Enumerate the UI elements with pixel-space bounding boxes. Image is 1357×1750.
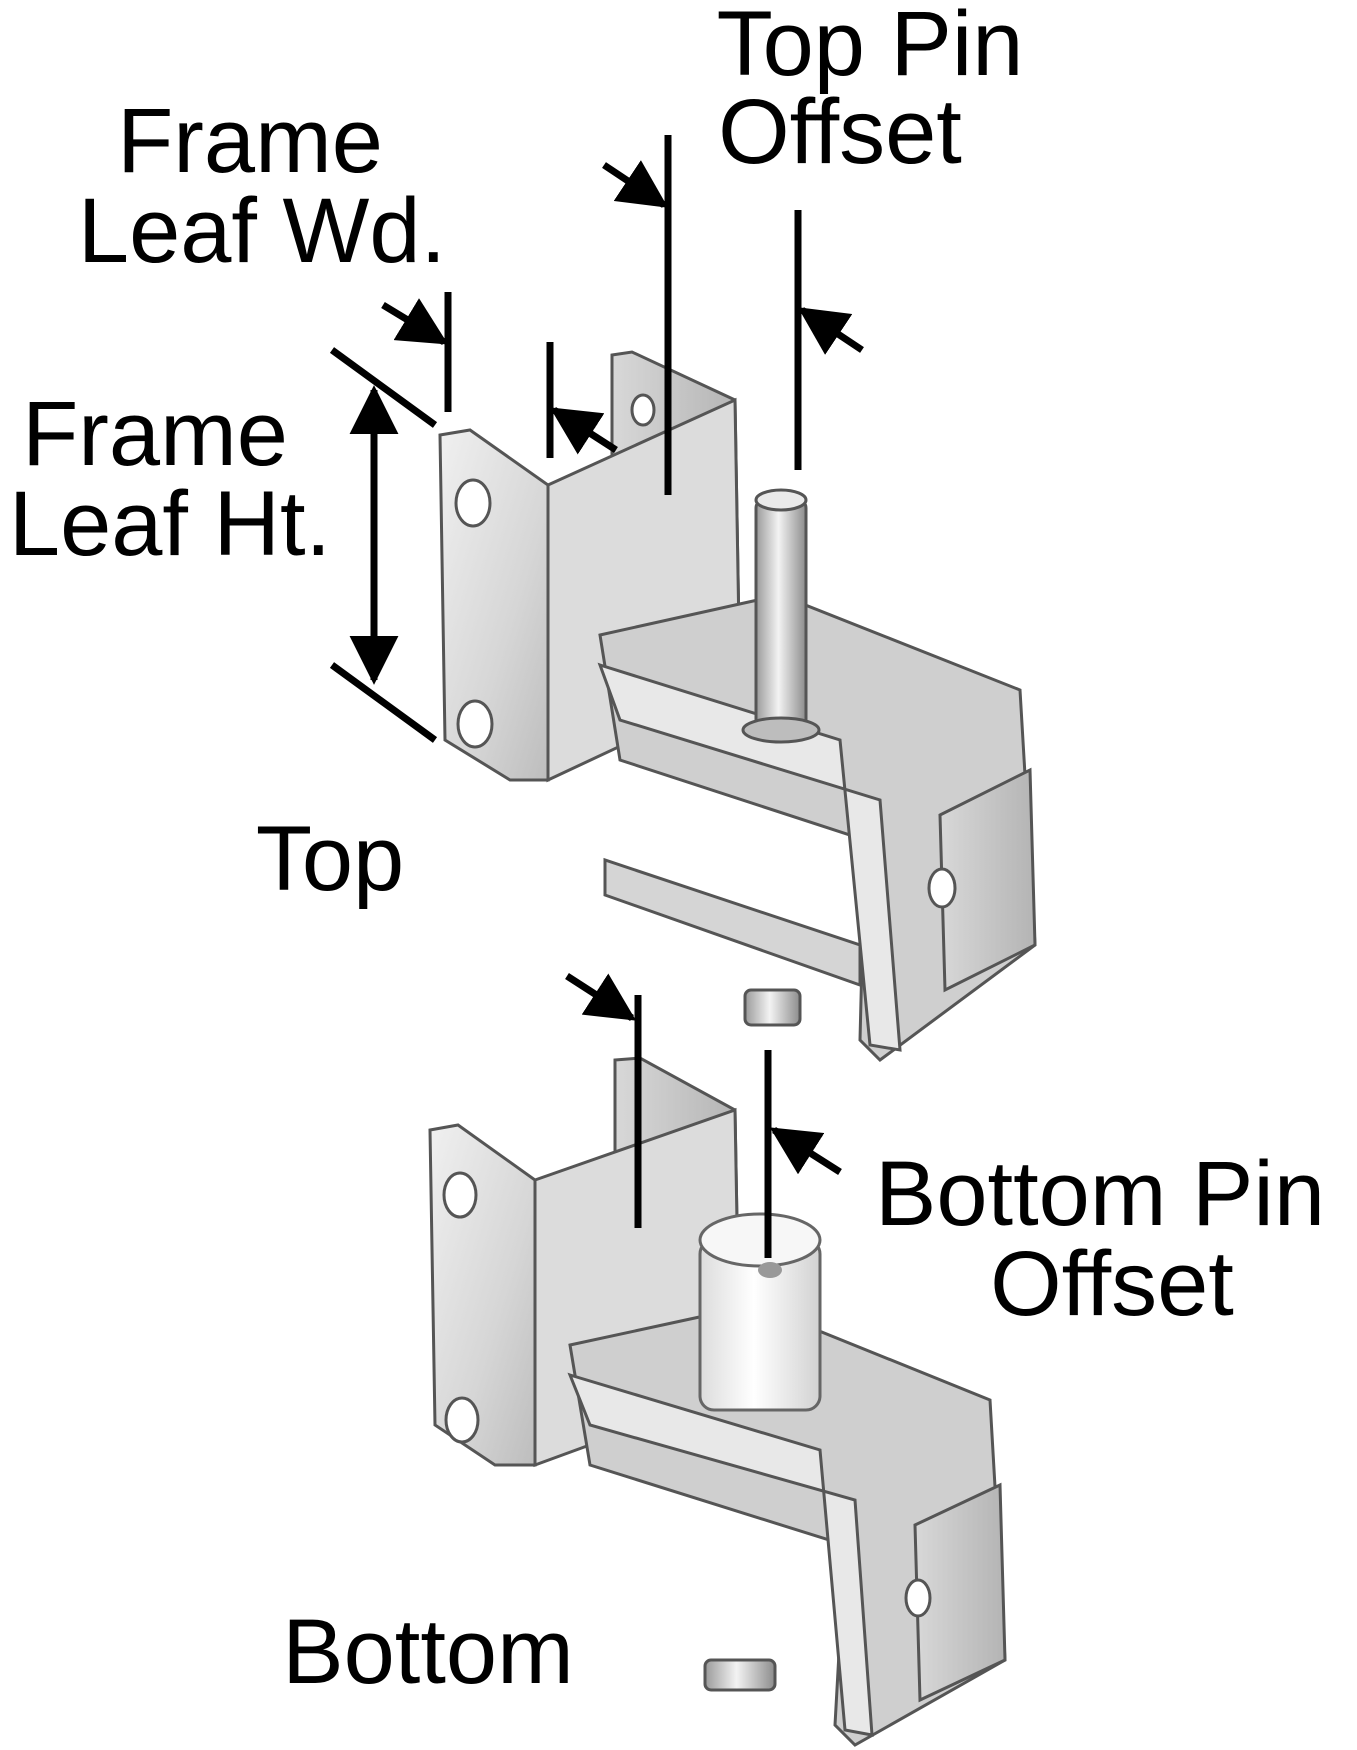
dimension-lines (329, 135, 864, 1258)
bottom-bracket-hole-icon (904, 1578, 932, 1618)
top-hinge-illustration (438, 350, 1037, 1062)
label-bottom-pin-offset-line1: Bottom Pin (875, 1143, 1325, 1245)
top-front-leaf-upper-hole-icon (454, 478, 492, 528)
top-pin-offset-arrow-left (602, 160, 669, 208)
label-frame-leaf-wd-line1: Frame (117, 90, 383, 192)
frame-leaf-wd-arrow-left (381, 298, 449, 345)
label-frame-leaf-ht-line2: Leaf Ht. (9, 473, 331, 575)
top-bracket-lower-lip (603, 857, 862, 988)
labels: Top Pin Offset Frame Leaf Wd. Frame Leaf… (9, 0, 1325, 1703)
label-top-pin-offset-line2: Offset (718, 81, 962, 183)
bottom-pin-nut (703, 1658, 777, 1692)
top-bracket-side (938, 767, 1037, 993)
bottom-pin-offset-arrow-left (565, 973, 637, 1021)
top-front-leaf-lower-hole-icon (456, 699, 494, 749)
top-pin-end (754, 488, 808, 512)
label-top-pin-offset-line1: Top Pin (717, 0, 1024, 95)
label-top: Top (256, 808, 404, 910)
top-pin-collar (741, 716, 821, 744)
bottom-front-leaf-upper-hole-icon (442, 1171, 478, 1219)
top-rear-leaf-hole-icon (630, 393, 656, 427)
bottom-front-leaf-lower-hole-icon (444, 1396, 480, 1444)
bottom-hinge-illustration (428, 1056, 1007, 1747)
top-pin-offset-arrow-right (797, 307, 864, 355)
bushing-top (698, 1212, 822, 1268)
frame-leaf-ht-extension-top (329, 347, 438, 428)
bushing-hole-icon (758, 1262, 782, 1278)
bottom-bracket-front-plate (567, 1372, 874, 1737)
frame-leaf-wd-arrow-right (549, 407, 618, 455)
top-pin-nut (743, 988, 802, 1027)
bottom-pin-offset-arrow-right (769, 1127, 842, 1175)
top-bracket-front-plate (597, 662, 902, 1052)
top-pivot-pin (754, 498, 808, 732)
top-bracket-hole-icon (927, 867, 957, 909)
label-frame-leaf-wd-line2: Leaf Wd. (78, 180, 446, 282)
label-bottom-pin-offset-line2: Offset (990, 1233, 1234, 1335)
label-bottom: Bottom (282, 1601, 573, 1703)
frame-leaf-ht-extension-bottom (329, 662, 438, 743)
label-frame-leaf-ht-line1: Frame (22, 383, 288, 485)
bottom-bracket-side (913, 1482, 1007, 1703)
top-front-leaf (438, 428, 550, 782)
